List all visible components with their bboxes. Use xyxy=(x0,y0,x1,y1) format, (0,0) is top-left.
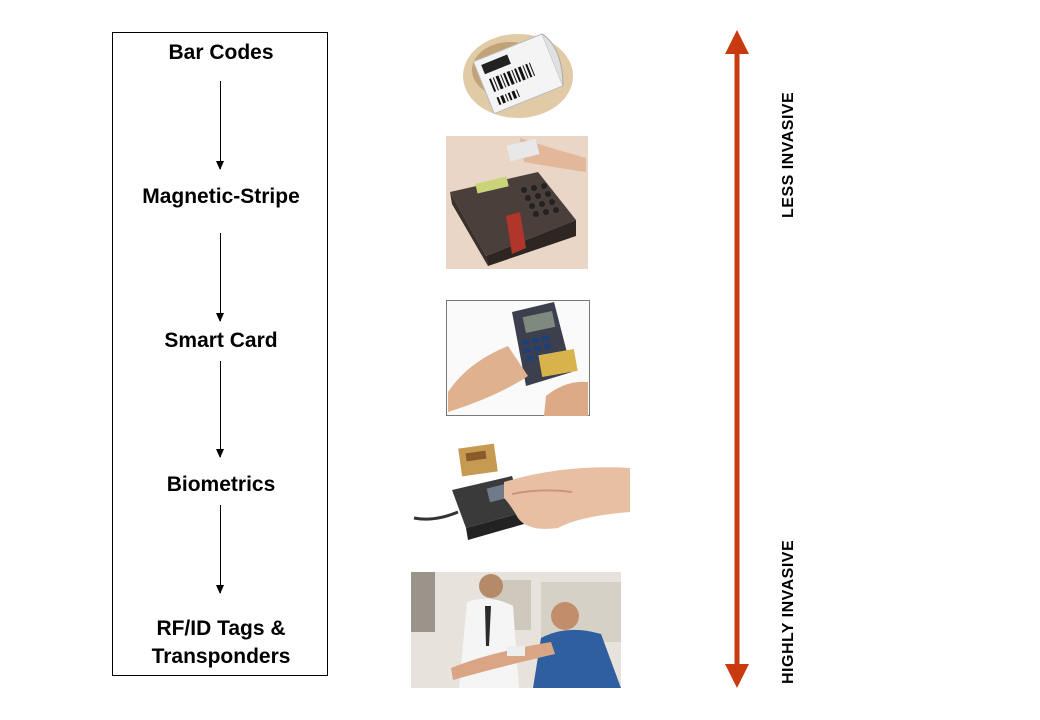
highly-invasive-label: HIGHLY INVASIVE xyxy=(780,539,797,684)
less-invasive-label: LESS INVASIVE xyxy=(780,91,797,218)
arrowhead-down-icon xyxy=(725,664,749,688)
magstripe-reader-icon xyxy=(446,136,588,269)
stage-rfid-tags: RF/ID Tags & Transponders xyxy=(151,617,291,668)
smartcard-terminal-icon xyxy=(446,300,590,416)
flow-arrow xyxy=(216,505,224,594)
flow-arrow xyxy=(216,233,224,322)
stage-smart-card: Smart Card xyxy=(164,329,278,352)
arrowhead-up-icon xyxy=(725,30,749,54)
fingerprint-scanner-icon xyxy=(412,442,632,546)
stage-magnetic-stripe: Magnetic-Stripe xyxy=(142,185,300,208)
rfid-implant-photo-icon xyxy=(411,572,621,688)
invasiveness-scale-arrow xyxy=(725,30,749,688)
flow-arrow xyxy=(216,81,224,170)
barcode-label-icon xyxy=(460,26,576,122)
technology-flow-panel: Bar Codes Magnetic-Stripe Smart Card Bio… xyxy=(112,32,328,676)
flow-arrow xyxy=(216,361,224,458)
stage-bar-codes: Bar Codes xyxy=(168,41,274,64)
stage-biometrics: Biometrics xyxy=(166,473,276,496)
